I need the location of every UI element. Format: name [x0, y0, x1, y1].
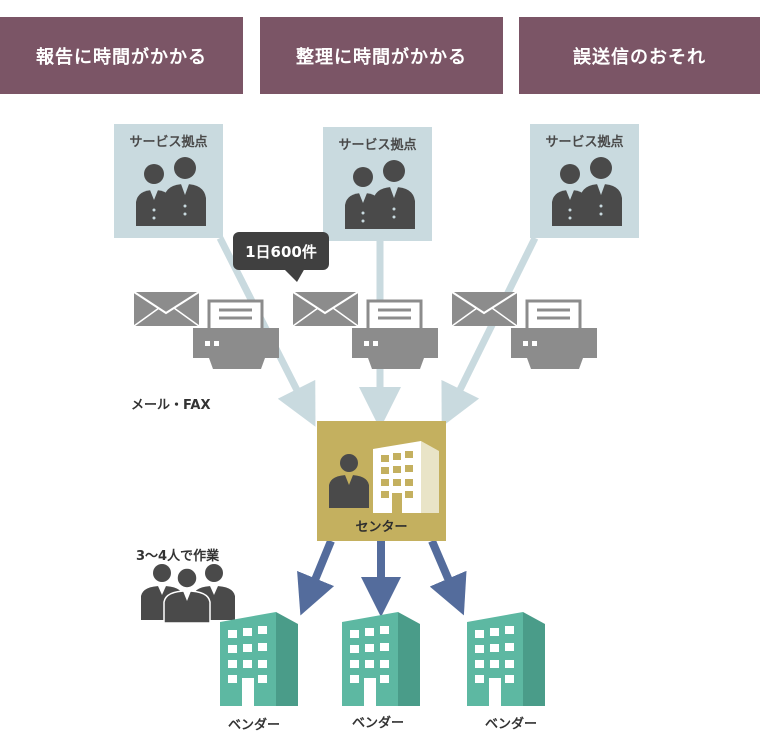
- dispatch-arrow-right: [428, 539, 467, 616]
- two-people-icon: [552, 157, 622, 226]
- problem-box-report-time: 報告に時間がかかる: [0, 17, 243, 94]
- fax-icon: [511, 299, 597, 369]
- problem-box-organize-time: 整理に時間がかかる: [260, 17, 503, 94]
- staff-group-icon: [141, 564, 235, 624]
- mail-fax-group-left: [133, 291, 279, 369]
- vendor-label-middle: ベンダー: [352, 716, 405, 731]
- service-site-middle: サービス拠点: [323, 127, 432, 241]
- staff-label: 3〜4人で作業: [136, 549, 220, 564]
- site-label: サービス拠点: [545, 135, 624, 150]
- fax-icon: [193, 299, 279, 369]
- vendor-label-right: ベンダー: [485, 717, 538, 732]
- operator-icon: [329, 454, 369, 508]
- site-label: サービス拠点: [338, 138, 417, 153]
- speech-bubble-tail: [283, 268, 305, 282]
- problem-label: 誤送信のおそれ: [573, 46, 706, 68]
- two-people-icon: [136, 157, 206, 226]
- vendor-building-icon: [467, 612, 545, 706]
- mail-fax-group-right: [451, 291, 597, 369]
- site-label: サービス拠点: [129, 135, 208, 150]
- office-building-icon: [373, 441, 439, 513]
- problem-label: 報告に時間がかかる: [36, 46, 207, 68]
- envelope-icon: [133, 291, 200, 327]
- service-site-left: サービス拠点: [114, 124, 223, 238]
- service-site-right: サービス拠点: [530, 124, 639, 238]
- mail-fax-group-middle: [292, 291, 438, 369]
- fax-icon: [352, 299, 438, 369]
- problem-box-misdelivery: 誤送信のおそれ: [519, 17, 760, 94]
- center-box: センター: [317, 421, 446, 541]
- center-label: センター: [355, 520, 408, 535]
- problem-label: 整理に時間がかかる: [296, 46, 467, 68]
- two-people-icon: [345, 160, 415, 229]
- daily-volume-bubble: 1日600件: [233, 232, 329, 270]
- daily-volume-text: 1日600件: [245, 242, 317, 261]
- channel-label: メール・FAX: [131, 398, 211, 413]
- envelope-icon: [451, 291, 518, 327]
- vendor-building-icon: [342, 612, 420, 706]
- dispatch-arrow-left: [297, 539, 335, 616]
- envelope-icon: [292, 291, 359, 327]
- vendor-label-left: ベンダー: [228, 718, 281, 733]
- vendor-building-icon: [220, 612, 298, 706]
